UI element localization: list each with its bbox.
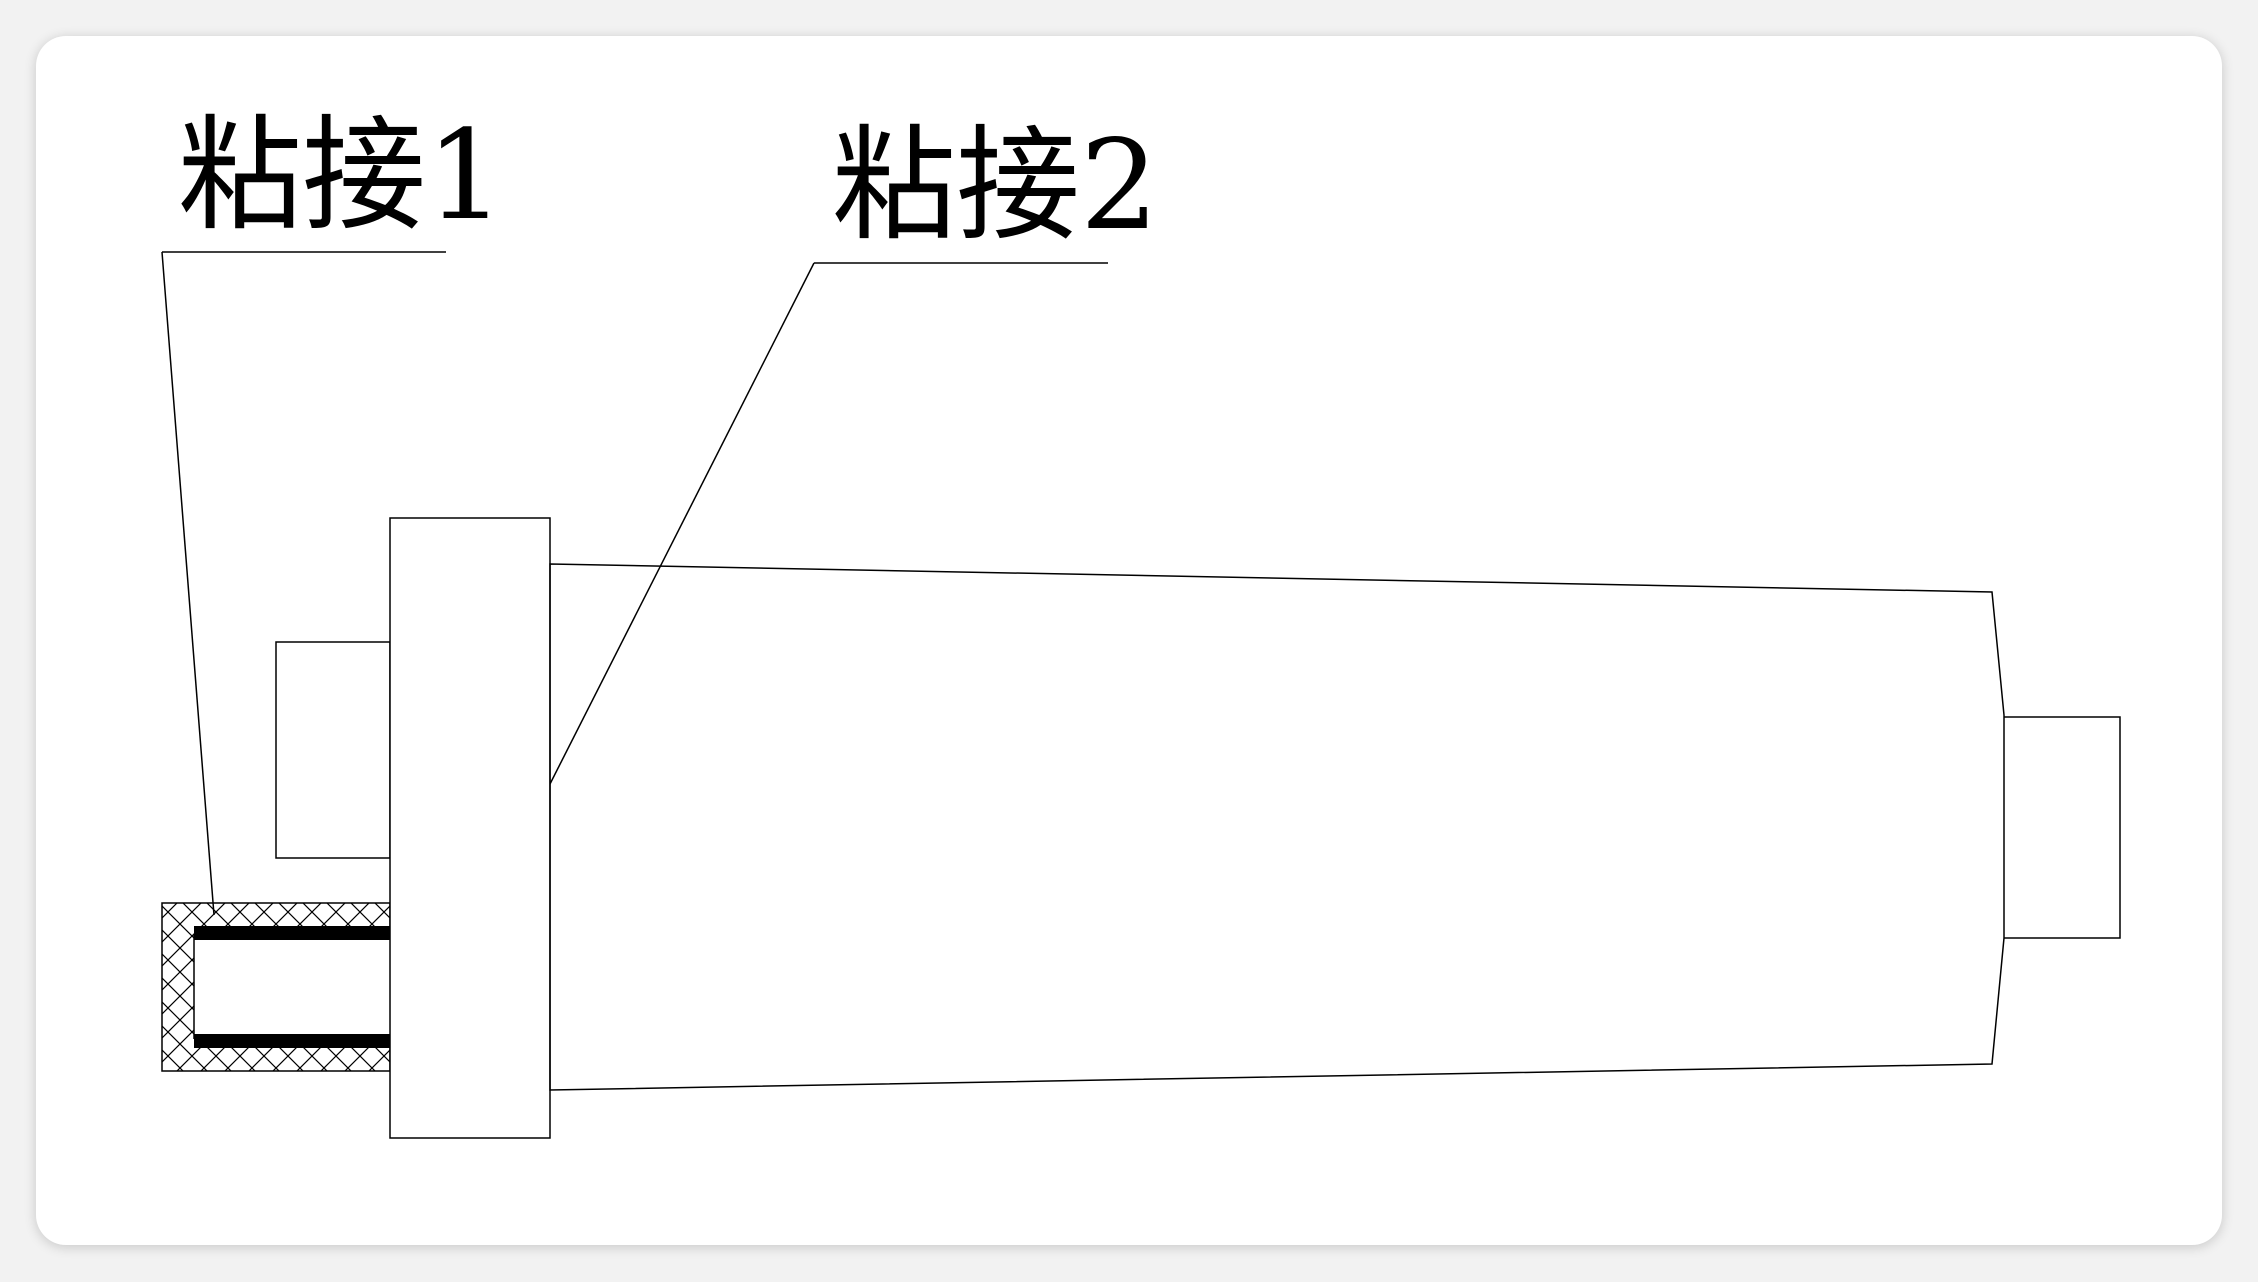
right-end-shaft xyxy=(2004,716,2121,939)
tapered-main-body xyxy=(549,563,2005,1091)
left-shaft-block xyxy=(275,641,391,859)
bond-label-2: 粘接2 xyxy=(832,114,1159,258)
sleeve-inner-bore xyxy=(194,935,390,1039)
adhesive-layer-top xyxy=(194,926,390,940)
flange xyxy=(389,517,551,1139)
bond-label-1: 粘接1 xyxy=(178,104,505,248)
adhesive-layer-bottom xyxy=(194,1034,390,1048)
bond-leader-1 xyxy=(161,251,215,916)
bond-leader-2 xyxy=(549,262,815,785)
